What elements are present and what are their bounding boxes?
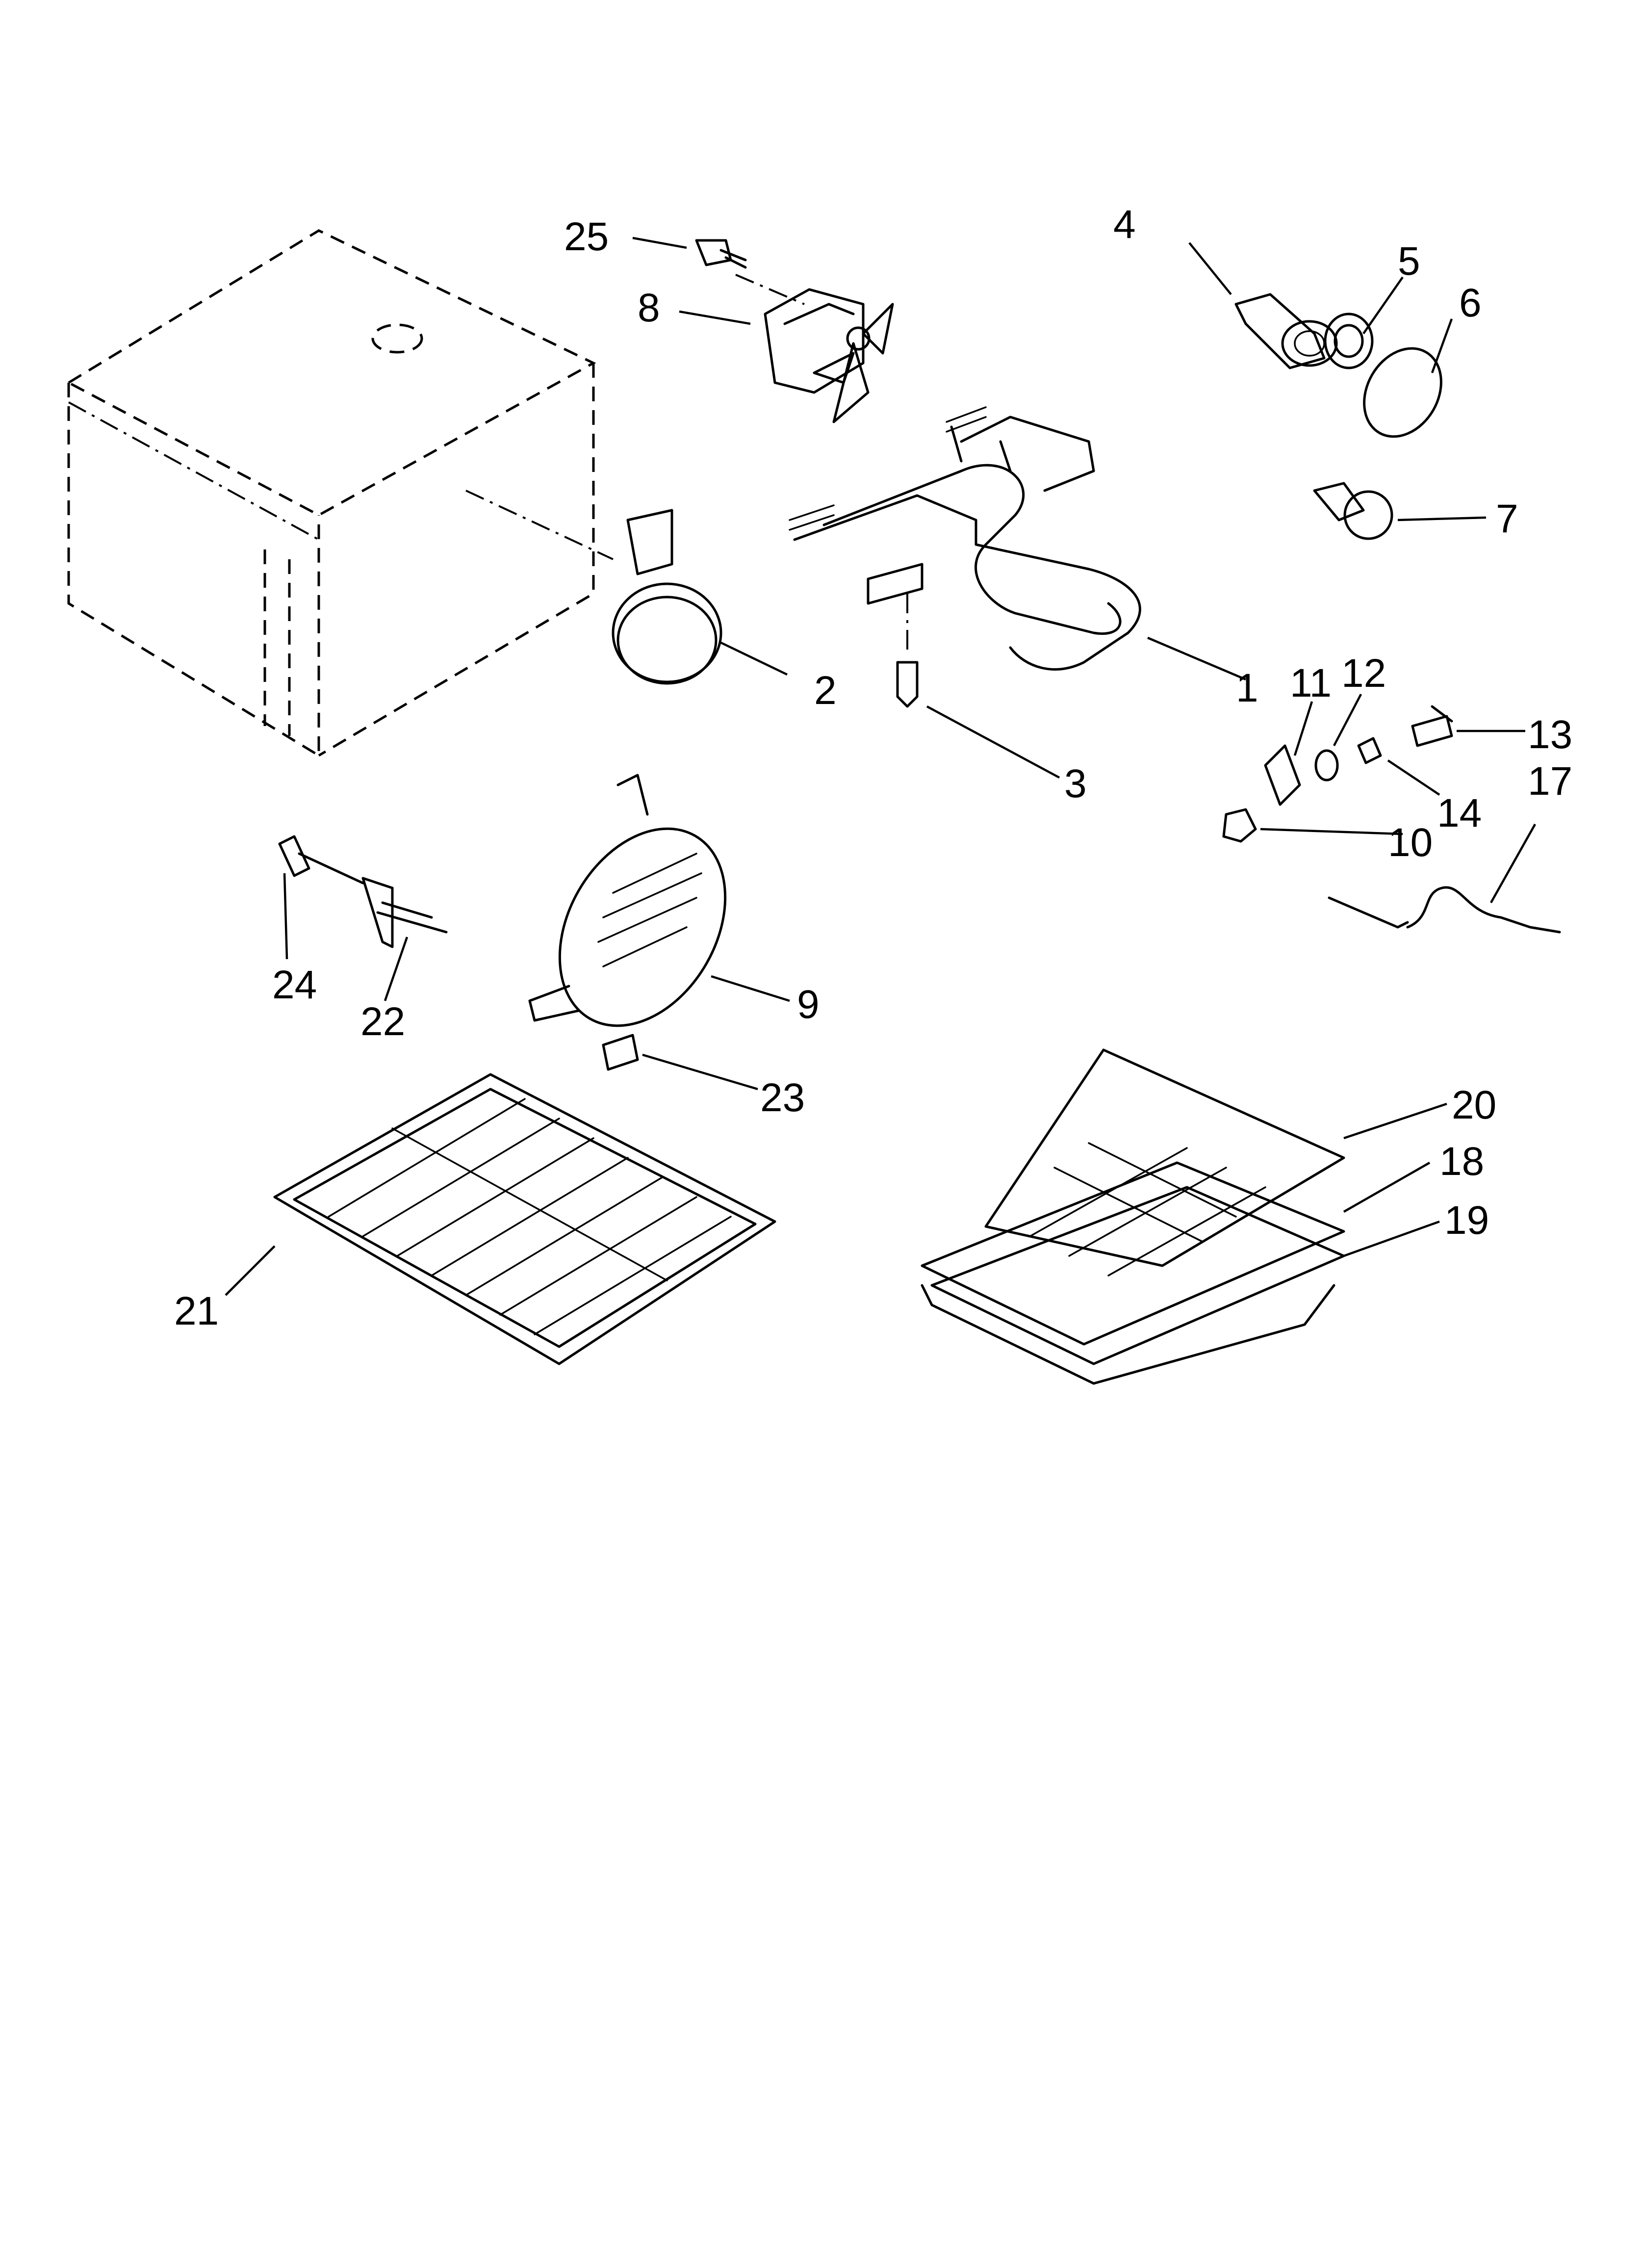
callout-4: 4 xyxy=(1113,202,1136,247)
callout-13: 13 xyxy=(1528,712,1572,757)
light-bulb xyxy=(1313,482,1393,540)
meat-probe xyxy=(1328,886,1561,934)
heating-element xyxy=(789,406,1141,671)
leader-lines xyxy=(225,236,1536,1296)
fan-shroud-ring xyxy=(465,490,722,685)
callout-12: 12 xyxy=(1341,651,1386,696)
oven-cavity xyxy=(66,229,596,758)
callout-17: 17 xyxy=(1528,759,1572,804)
broiler-pan-set xyxy=(921,1048,1345,1385)
callout-7: 7 xyxy=(1496,496,1518,541)
callout-21: 21 xyxy=(174,1289,219,1333)
gasket xyxy=(1324,313,1374,369)
light-lens xyxy=(1363,347,1442,438)
callout-14: 14 xyxy=(1437,791,1482,835)
light-housing xyxy=(1234,293,1338,369)
callout-20: 20 xyxy=(1452,1083,1496,1127)
fan-cover xyxy=(528,774,727,1027)
callout-3: 3 xyxy=(1064,761,1087,806)
callout-19: 19 xyxy=(1444,1198,1489,1243)
callout-25: 25 xyxy=(564,214,609,259)
callout-18: 18 xyxy=(1439,1139,1484,1184)
callout-1: 1 xyxy=(1236,666,1258,710)
fasteners-10-14 xyxy=(1222,705,1453,843)
screw-3 xyxy=(896,594,919,708)
callout-5: 5 xyxy=(1398,239,1420,284)
callouts: 1 2 3 4 5 6 7 8 9 10 11 12 13 14 17 18 1… xyxy=(174,202,1572,1333)
callout-22: 22 xyxy=(360,999,405,1044)
screw-23 xyxy=(602,1034,639,1071)
bracket-22 xyxy=(278,835,448,948)
oven-rack xyxy=(273,1073,776,1365)
callout-9: 9 xyxy=(797,982,820,1027)
callout-23: 23 xyxy=(760,1075,805,1120)
screw-25 xyxy=(695,239,747,269)
callout-10: 10 xyxy=(1388,820,1433,865)
fan-motor xyxy=(735,274,894,423)
callout-24: 24 xyxy=(272,963,317,1007)
callout-2: 2 xyxy=(814,668,837,713)
callout-11: 11 xyxy=(1290,661,1332,705)
callout-6: 6 xyxy=(1459,281,1482,325)
callout-8: 8 xyxy=(638,286,660,330)
